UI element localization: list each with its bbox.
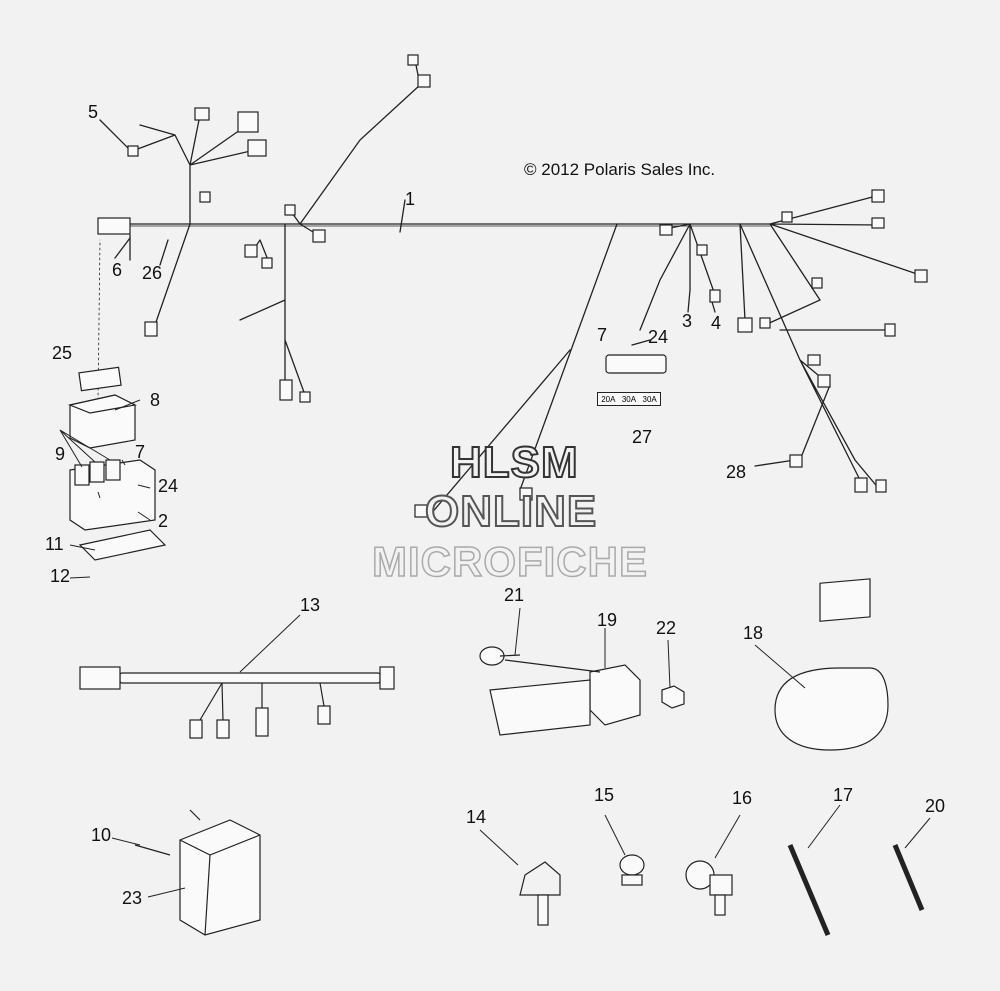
callout-4: 4 <box>711 313 722 333</box>
watermark-line3: MICROFICHE <box>371 537 648 586</box>
callout-16: 16 <box>732 788 753 808</box>
callout-12: 12 <box>50 566 71 586</box>
callout-18: 18 <box>743 623 764 643</box>
callout-15: 15 <box>594 785 615 805</box>
fuse-rating-3: 30A <box>642 394 657 404</box>
fuse-rating-1: 20A <box>601 394 616 404</box>
callout-23: 23 <box>122 888 143 908</box>
callout-11: 11 <box>45 534 64 554</box>
callout-19: 19 <box>597 610 618 630</box>
callout-14: 14 <box>466 807 487 827</box>
callout-28: 28 <box>726 462 747 482</box>
callout-26: 26 <box>142 263 163 283</box>
callout-2: 2 <box>158 511 169 531</box>
callout-22: 22 <box>656 618 677 638</box>
callout-9: 9 <box>55 444 66 464</box>
callout-8: 8 <box>150 390 161 410</box>
callout-5: 5 <box>88 102 99 122</box>
callout-6: 6 <box>112 260 123 280</box>
callout-10: 10 <box>91 825 112 845</box>
callout-1: 1 <box>405 189 416 209</box>
callout-24-lower: 24 <box>158 476 179 496</box>
fuse-rating-label: 20A 30A 30A <box>597 392 661 406</box>
copyright-text: © 2012 Polaris Sales Inc. <box>524 160 716 179</box>
callout-13: 13 <box>300 595 321 615</box>
callout-3: 3 <box>682 311 693 331</box>
callout-24-upper: 24 <box>648 327 669 347</box>
watermark-line1: HLSM <box>449 437 579 488</box>
callout-17: 17 <box>833 785 854 805</box>
callout-7-lower: 7 <box>135 442 146 462</box>
callout-20: 20 <box>925 796 946 816</box>
callout-25: 25 <box>52 343 73 363</box>
callout-7-upper: 7 <box>597 325 608 345</box>
fuse-rating-2: 30A <box>621 394 637 404</box>
callout-27: 27 <box>632 427 653 447</box>
watermark-line2: ONLINE <box>424 486 598 537</box>
callout-21: 21 <box>504 585 525 605</box>
